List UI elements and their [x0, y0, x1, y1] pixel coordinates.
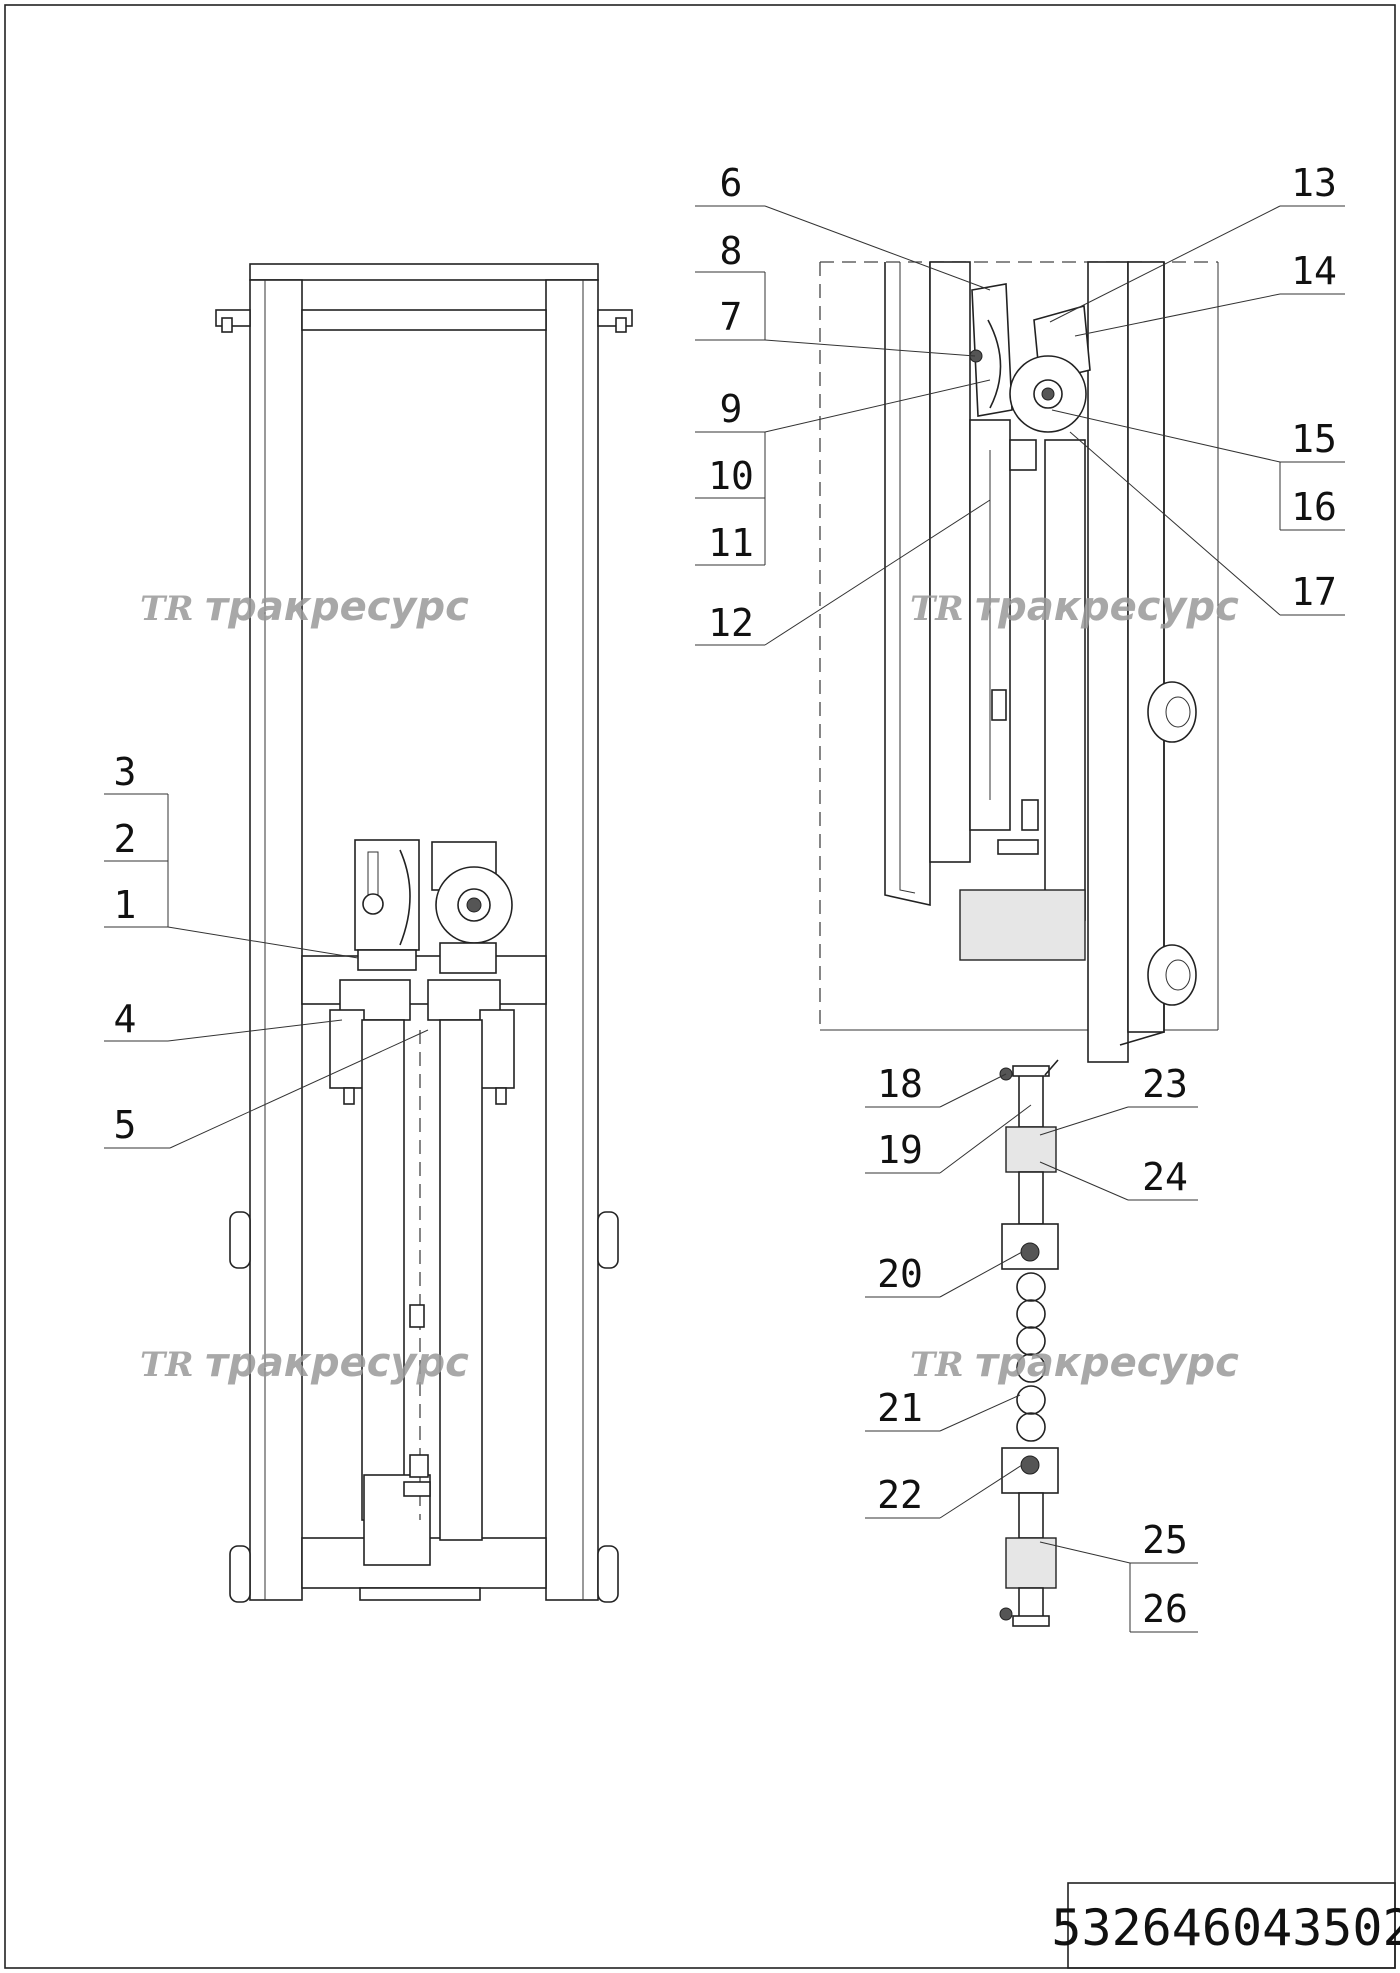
watermark-bottom-left: TR тракресурс — [140, 1340, 469, 1386]
watermark-logo: TR — [910, 589, 964, 629]
callout-24: 24 — [1142, 1155, 1188, 1199]
callout-5: 5 — [114, 1103, 137, 1147]
callout-19: 19 — [877, 1128, 923, 1172]
callout-3: 3 — [114, 750, 137, 794]
sheave-detail-view — [819, 261, 1219, 1063]
callout-25: 25 — [1142, 1518, 1188, 1562]
watermark-top-right: TR тракресурс — [910, 584, 1239, 630]
document-number: 532646043502 — [1051, 1899, 1400, 1957]
callout-20: 20 — [877, 1252, 923, 1296]
callout-15: 15 — [1291, 417, 1337, 461]
callout-14: 14 — [1291, 249, 1337, 293]
callout-2: 2 — [114, 817, 137, 861]
watermark-top-left: TR тракресурс — [140, 584, 469, 630]
leader-lines — [104, 205, 1345, 1633]
callout-9: 9 — [720, 387, 743, 431]
watermark-logo: TR — [910, 1345, 964, 1385]
callout-12: 12 — [708, 601, 754, 645]
callout-4: 4 — [114, 997, 137, 1041]
document-number-box — [1067, 1882, 1396, 1969]
callout-8: 8 — [720, 229, 743, 273]
watermark-logo: TR — [140, 1345, 194, 1385]
callout-13: 13 — [1291, 161, 1337, 205]
sheet-border — [4, 4, 1396, 1969]
chain-assembly-view — [999, 1059, 1059, 1627]
watermark-logo: TR — [140, 589, 194, 629]
watermark-text: тракресурс — [205, 1340, 469, 1386]
callout-11: 11 — [708, 521, 754, 565]
watermark-text: тракресурс — [205, 584, 469, 630]
callout-1: 1 — [114, 883, 137, 927]
callout-22: 22 — [877, 1473, 923, 1517]
callout-18: 18 — [877, 1062, 923, 1106]
callout-6: 6 — [720, 161, 743, 205]
watermark-text: тракресурс — [975, 584, 1239, 630]
watermark-text: тракресурс — [975, 1340, 1239, 1386]
callout-labels: 3 2 1 4 5 6 8 7 9 10 11 12 13 14 15 16 1… — [114, 161, 1337, 1631]
callout-10: 10 — [708, 454, 754, 498]
mast-front-view — [215, 263, 633, 1603]
callout-17: 17 — [1291, 570, 1337, 614]
callout-26: 26 — [1142, 1587, 1188, 1631]
callout-21: 21 — [877, 1386, 923, 1430]
callout-7: 7 — [720, 295, 743, 339]
callout-16: 16 — [1291, 485, 1337, 529]
watermark-bottom-right: TR тракресурс — [910, 1340, 1239, 1386]
callout-23: 23 — [1142, 1062, 1188, 1106]
